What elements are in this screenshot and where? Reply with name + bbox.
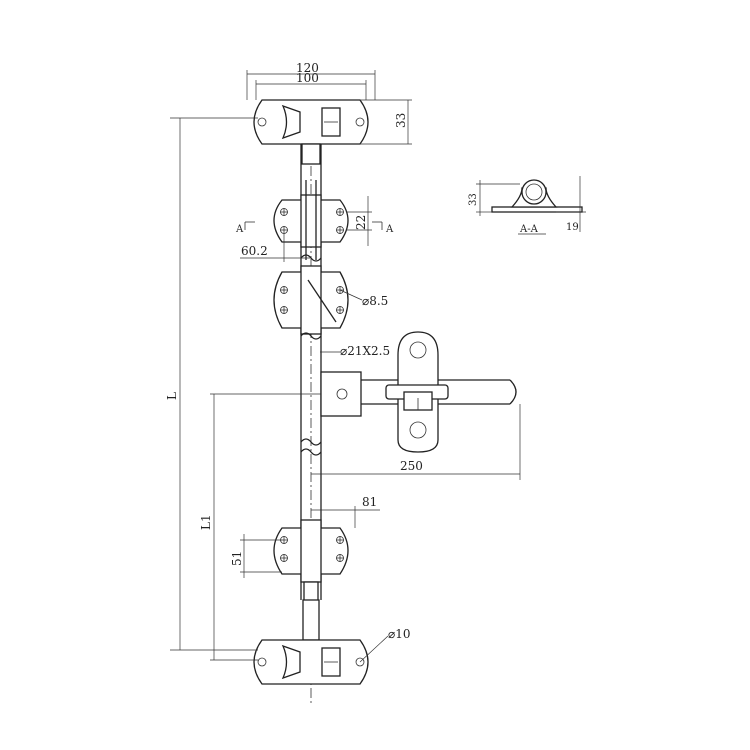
section-dim-33: 33 [468,193,479,206]
dim-81: 81 [362,495,377,509]
pipe-breaks [300,254,322,456]
handle-assembly: ⌀21X2.5 [320,331,517,453]
section-mark-left: A [235,224,244,235]
dim-60-2: 60.2 [241,244,268,258]
section-label: A-A [519,224,539,235]
dim-bottom-hole: ⌀10 [388,627,411,641]
dim-hole-8-5: ⌀8.5 [362,294,388,308]
dim-L1: L1 [199,514,213,530]
section-marks: A A [235,221,394,235]
dimension-22: 22 [346,196,372,246]
dim-L: L [165,392,179,400]
length-dimensions: L L1 [165,117,321,661]
dimension-60-2: 60.2 [240,234,310,262]
dim-51: 51 [230,551,244,566]
top-dimensions: 120 100 33 [246,61,412,145]
dim-33: 33 [394,113,408,128]
dim-100: 100 [296,71,319,85]
upper-bracket [273,180,349,260]
dim-pipe: ⌀21X2.5 [340,344,390,358]
lower-dimensions: 81 51 [230,495,380,578]
bottom-plate: ⌀10 [253,599,411,685]
dim-120: 120 [296,61,319,75]
dim-22: 22 [354,215,368,230]
section-dim-19: 19 [566,222,579,233]
section-a-a: 33 19 A-A [468,176,586,235]
middle-bracket: ⌀8.5 [273,265,388,335]
section-mark-right: A [385,224,394,235]
lower-bracket [273,519,349,603]
top-plate [253,99,369,165]
dimension-250: 250 [311,404,521,480]
dim-250: 250 [400,459,423,473]
